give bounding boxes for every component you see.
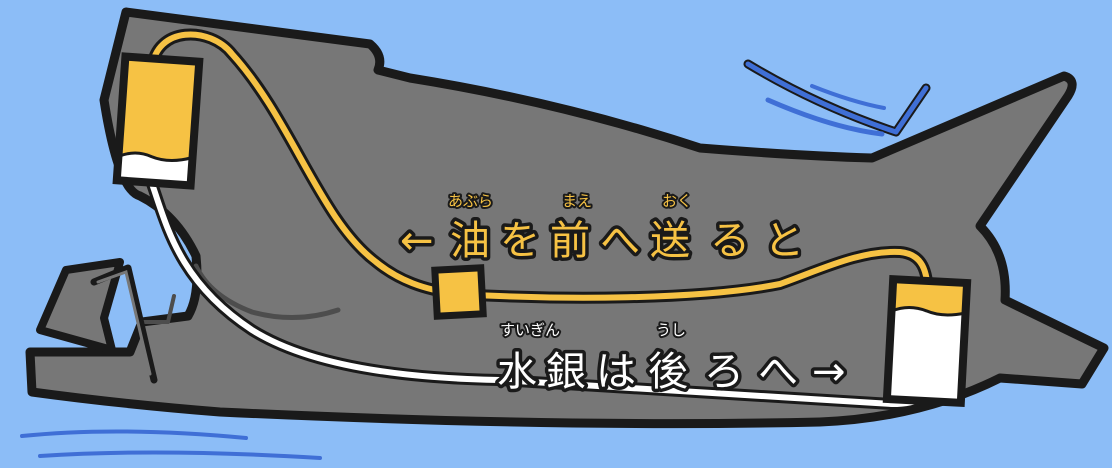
- rear-tank: [882, 274, 972, 408]
- oil-char: 前: [550, 218, 590, 264]
- oil-char: へ: [600, 218, 640, 264]
- ruby-oku: おく: [662, 192, 692, 210]
- oil-char: 送: [650, 218, 690, 264]
- mercury-char: 水: [497, 349, 537, 395]
- motion-line: [810, 84, 886, 110]
- mercury-pipe-fill: [147, 175, 933, 407]
- motion-line: [765, 97, 885, 137]
- mercury-label: 水 銀 は 後 ろ へ → すいぎん うし: [494, 319, 850, 399]
- oil-arrow: ←: [400, 218, 434, 264]
- periscope: [36, 258, 158, 384]
- periscope-strut: [90, 264, 158, 384]
- oil-char: を: [500, 218, 540, 264]
- mercury-pipe: [144, 172, 936, 410]
- mercury-char: ろ: [704, 349, 744, 395]
- periscope-mast: [36, 258, 124, 354]
- motion-line: [745, 61, 929, 135]
- pump: [431, 264, 487, 320]
- front-tank: [112, 52, 204, 190]
- motion-lines: [20, 59, 931, 460]
- ruby-abura: あぶら: [448, 192, 493, 210]
- motion-line: [38, 450, 322, 460]
- ruby-suigin: すいぎん: [500, 321, 560, 339]
- mercury-char: へ: [758, 349, 798, 395]
- motion-line: [743, 59, 931, 137]
- rear-tank-outline: [882, 274, 972, 408]
- ruby-mae: まえ: [562, 192, 592, 210]
- mercury-char: は: [596, 349, 636, 395]
- front-tank-outline: [112, 52, 204, 190]
- oil-char: る: [710, 218, 750, 264]
- periscope-strut-fill: [96, 270, 152, 376]
- mercury-char: 後: [648, 349, 688, 395]
- pump-body: [431, 264, 487, 320]
- oil-char: と: [764, 218, 804, 264]
- hull-crease: [193, 263, 341, 320]
- motion-line: [20, 429, 248, 440]
- rear-tank-level: [890, 306, 966, 317]
- mercury-char: 銀: [546, 349, 586, 395]
- front-tank-level: [117, 151, 193, 162]
- hull-step: [140, 294, 176, 324]
- oil-char: 油: [450, 218, 490, 264]
- rear-tank-oil: [891, 279, 968, 315]
- ruby-ushi: うし: [656, 321, 686, 339]
- oil-label: ← 油 を 前 へ 送 る と あぶら まえ おく: [397, 190, 808, 268]
- mercury-arrow: →: [812, 349, 846, 395]
